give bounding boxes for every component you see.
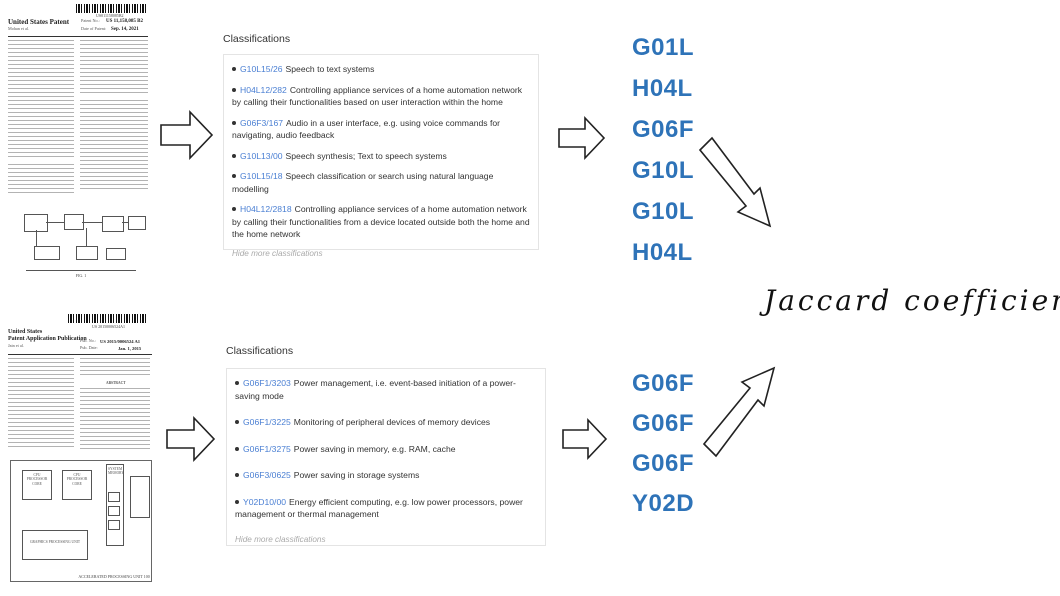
hide-more-classifications-link[interactable]: Hide more classifications: [235, 534, 326, 544]
patent-number-small: US011158085B2: [96, 13, 124, 18]
figure-gpu: GRAPHICS PROCESSING UNIT: [22, 530, 88, 560]
class-code: Y02D: [632, 490, 695, 517]
classification-code-link[interactable]: G06F1/3203: [243, 378, 291, 388]
top-patent-document: US011158085B2 United States Patent Mohan…: [6, 2, 152, 282]
patent-no-label: Patent No.:: [81, 18, 100, 23]
class-code: G10L: [632, 198, 695, 225]
classification-code-link[interactable]: H04L12/282: [240, 84, 287, 95]
bullet-icon: [235, 420, 239, 425]
patent-barcode: [76, 4, 148, 13]
patent-title: United States Patent: [8, 18, 70, 26]
bullet-icon: [232, 120, 236, 125]
patent-inventor: Mohan et al.: [8, 26, 30, 31]
classification-desc: Controlling appliance services of a home…: [232, 204, 530, 239]
classification-code-link[interactable]: H04L12/2818: [240, 204, 292, 214]
bullet-icon: [235, 499, 239, 504]
bullet-icon: [232, 174, 236, 179]
classification-code-link[interactable]: G10L15/18: [240, 171, 283, 181]
class-code: H04L: [632, 75, 693, 102]
bullet-icon: [235, 473, 239, 478]
pub-no: US 2015/0006524 A1: [100, 339, 141, 344]
block-arrow-right-icon: [558, 115, 606, 161]
patent-date: Sep. 14, 2021: [111, 27, 139, 32]
classification-desc: Power saving in memory, e.g. RAM, cache: [293, 443, 456, 454]
classification-desc: Speech synthesis; Text to speech systems: [285, 150, 447, 161]
classification-desc: Audio in a user interface, e.g. using vo…: [232, 117, 501, 141]
jaccard-coefficient-label: Jaccard coefficient: [764, 284, 1060, 317]
block-arrow-up-right-icon: [702, 366, 776, 458]
hide-more-classifications-link[interactable]: Hide more classifications: [232, 248, 323, 258]
top-code-column: G01L H04L G06F G10L G10L H04L: [632, 36, 694, 265]
patent-no: US 11,158,085 B2: [106, 19, 143, 24]
block-arrow-right-icon: [166, 416, 216, 462]
classification-code-link[interactable]: G10L13/00: [240, 150, 283, 161]
pub-no-label: Pub. No.:: [80, 338, 96, 343]
classification-code-link[interactable]: G06F3/167: [240, 117, 283, 128]
classification-desc: Speech classification or search using na…: [232, 171, 494, 194]
patent-barcode: [68, 314, 148, 323]
patent-figure-caption: FIG. 1: [75, 273, 87, 278]
bullet-icon: [232, 87, 236, 92]
class-code: H04L: [632, 239, 693, 266]
header-rule: [8, 36, 148, 37]
block-arrow-right-icon: [562, 417, 608, 461]
patent-figure-caption: ACCELERATED PROCESSING UNIT 100: [78, 574, 150, 579]
top-classifications-title: Classifications: [223, 33, 291, 45]
bullet-icon: [232, 207, 236, 212]
patent-title-line2: Patent Application Publication: [8, 336, 87, 342]
class-code: G06F: [632, 410, 695, 437]
classification-code-link[interactable]: Y02D10/00: [243, 496, 287, 507]
class-code: G10L: [632, 157, 695, 184]
class-code: G06F: [632, 370, 695, 397]
classification-code-link[interactable]: G10L15/26: [240, 64, 283, 74]
pub-date: Jan. 1, 2015: [118, 346, 142, 351]
bullet-icon: [232, 153, 236, 158]
classification-desc: Energy efficient computing, e.g. low pow…: [235, 496, 523, 520]
figure-system-memory: SYSTEM MEMORY: [106, 464, 124, 546]
block-arrow-down-right-icon: [698, 136, 772, 228]
patent-title-line1: United States: [8, 329, 43, 335]
bottom-code-column: G06F G06F G06F Y02D: [632, 372, 694, 516]
class-code: G01L: [632, 34, 695, 61]
classification-desc: Controlling appliance services of a home…: [232, 84, 523, 108]
bullet-icon: [235, 381, 239, 386]
classification-desc: Monitoring of peripheral devices of memo…: [293, 417, 491, 427]
patent-number-small: US 20150006524A1: [92, 324, 126, 329]
bottom-patent-document: US 20150006524A1 United States Patent Ap…: [6, 312, 156, 592]
bullet-icon: [232, 67, 236, 72]
patent-date-label: Date of Patent:: [81, 26, 107, 31]
classification-code-link[interactable]: G06F1/3225: [243, 417, 291, 427]
classification-code-link[interactable]: G06F3/0625: [243, 470, 291, 480]
figure-cpu-core-2: CPU PROCESSOR CORE: [62, 470, 92, 500]
figure-cpu-core-1: CPU PROCESSOR CORE: [22, 470, 52, 500]
bullet-icon: [235, 446, 239, 451]
classification-code-link[interactable]: G06F1/3275: [243, 443, 291, 454]
class-code: G06F: [632, 450, 695, 477]
abstract-label: ABSTRACT: [106, 381, 126, 385]
classification-desc: Power saving in storage systems: [293, 470, 420, 480]
patent-inventor: Jain et al.: [8, 343, 24, 348]
classification-desc: Power management, i.e. event-based initi…: [235, 378, 516, 401]
class-code: G06F: [632, 116, 695, 143]
block-arrow-right-icon: [160, 110, 214, 160]
classification-desc: Speech to text systems: [285, 64, 375, 74]
pub-date-label: Pub. Date:: [80, 345, 98, 350]
bottom-classifications-title: Classifications: [226, 345, 294, 357]
header-rule: [8, 354, 152, 355]
